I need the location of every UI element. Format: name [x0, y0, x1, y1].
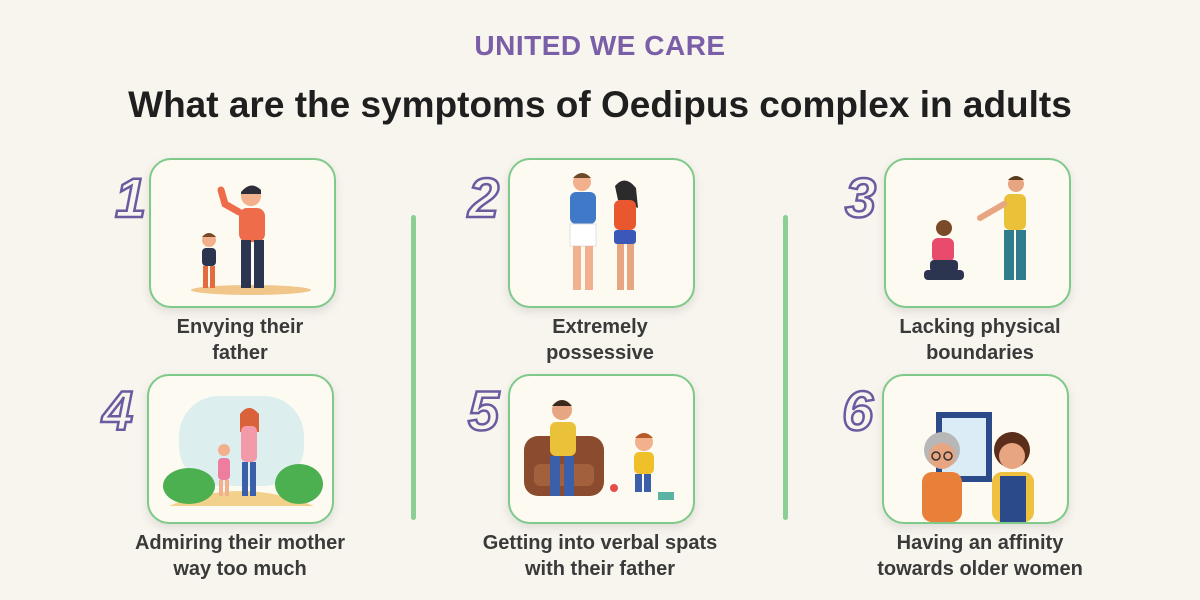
illustration-card — [147, 374, 334, 524]
illustration-card — [508, 374, 695, 524]
item-caption-line2: possessive — [546, 342, 654, 364]
item-caption-line2: with their father — [524, 558, 675, 580]
illustration-card — [884, 158, 1071, 308]
arguing-couple-illustration — [569, 173, 638, 290]
father-and-shouting-child-illustration — [524, 400, 674, 500]
older-and-younger-woman-illustration — [922, 412, 1034, 522]
illustration-card — [882, 374, 1069, 524]
item-caption-line1: Admiring their mother — [134, 532, 345, 554]
item-caption-line1: Having an affinity — [896, 532, 1064, 554]
item-caption-line1: Extremely — [552, 316, 648, 338]
column-divider-left — [411, 215, 416, 520]
father-scolding-child-illustration — [191, 185, 311, 295]
illustration-card — [149, 158, 336, 308]
item-number: 4 — [101, 379, 135, 442]
item-number: 5 — [467, 379, 501, 442]
item-number: 2 — [467, 166, 501, 229]
item-caption-line2: way too much — [173, 558, 307, 580]
mother-and-child-walking-illustration — [163, 396, 323, 506]
item-caption-line1: Getting into verbal spats — [482, 532, 718, 554]
column-divider-right — [783, 215, 788, 520]
item-number: 1 — [114, 166, 148, 229]
item-number: 3 — [844, 166, 878, 229]
brand-title: UNITED WE CARE — [474, 30, 726, 61]
item-number: 6 — [841, 379, 875, 442]
illustration-card — [508, 158, 695, 308]
item-caption-line2: father — [212, 342, 268, 364]
pointing-at-kneeling-person-illustration — [924, 176, 1026, 280]
item-caption-line1: Lacking physical — [899, 316, 1061, 338]
item-caption-line2: boundaries — [926, 342, 1034, 364]
page-title: What are the symptoms of Oedipus complex… — [128, 84, 1072, 125]
item-caption-line1: Envying their — [176, 316, 304, 338]
item-caption-line2: towards older women — [877, 558, 1083, 580]
